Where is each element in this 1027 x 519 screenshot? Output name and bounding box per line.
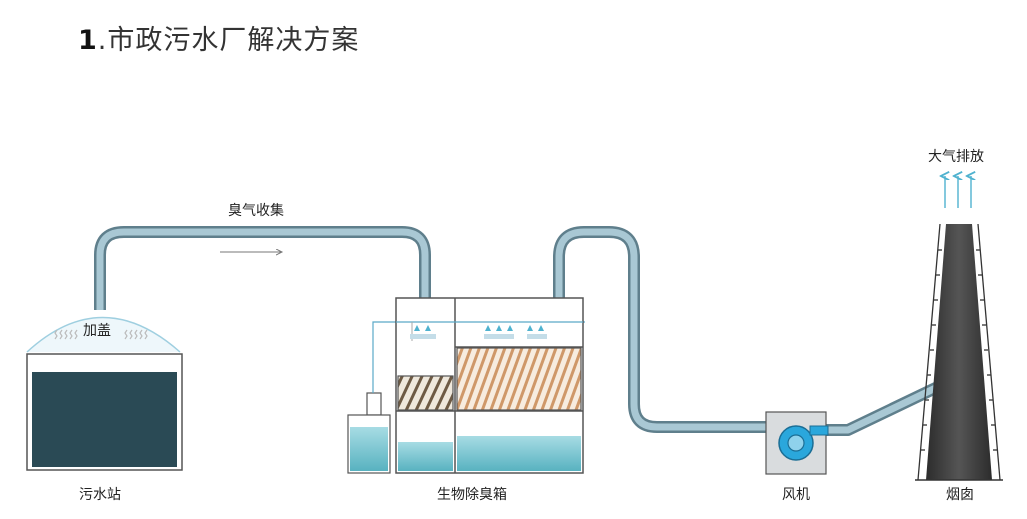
fan: 风机 (765, 411, 829, 503)
packing-layer-2 (456, 347, 582, 411)
page-title: 1.市政污水厂解决方案 (78, 18, 359, 57)
sewage-station: 加盖 污水站 (26, 316, 183, 503)
title-text: .市政污水厂解决方案 (97, 25, 360, 56)
bio-deodorization-box: 生物除臭箱 (347, 297, 585, 503)
title-number: 1 (78, 25, 98, 56)
collection-label: 臭气收集 (228, 202, 284, 219)
spray-nozzles (414, 325, 544, 331)
sewage-station-label: 污水站 (79, 487, 121, 503)
chimney-label: 烟囱 (946, 487, 974, 503)
cover-label: 加盖 (83, 323, 111, 339)
chimney: 大气排放 烟囱 (915, 149, 1003, 503)
discharge-arrows (945, 176, 971, 208)
fan-label: 风机 (782, 487, 810, 503)
chimney-pipe (826, 377, 949, 436)
chimney-ladder (917, 223, 1001, 481)
bio-box-label: 生物除臭箱 (437, 487, 507, 503)
collection-pipe (94, 226, 431, 310)
sewage-water (32, 372, 177, 467)
discharge-label: 大气排放 (928, 149, 984, 165)
packing-layer-1 (397, 375, 454, 411)
odor-vapor (54, 329, 148, 340)
exhaust-pipe (553, 226, 768, 433)
